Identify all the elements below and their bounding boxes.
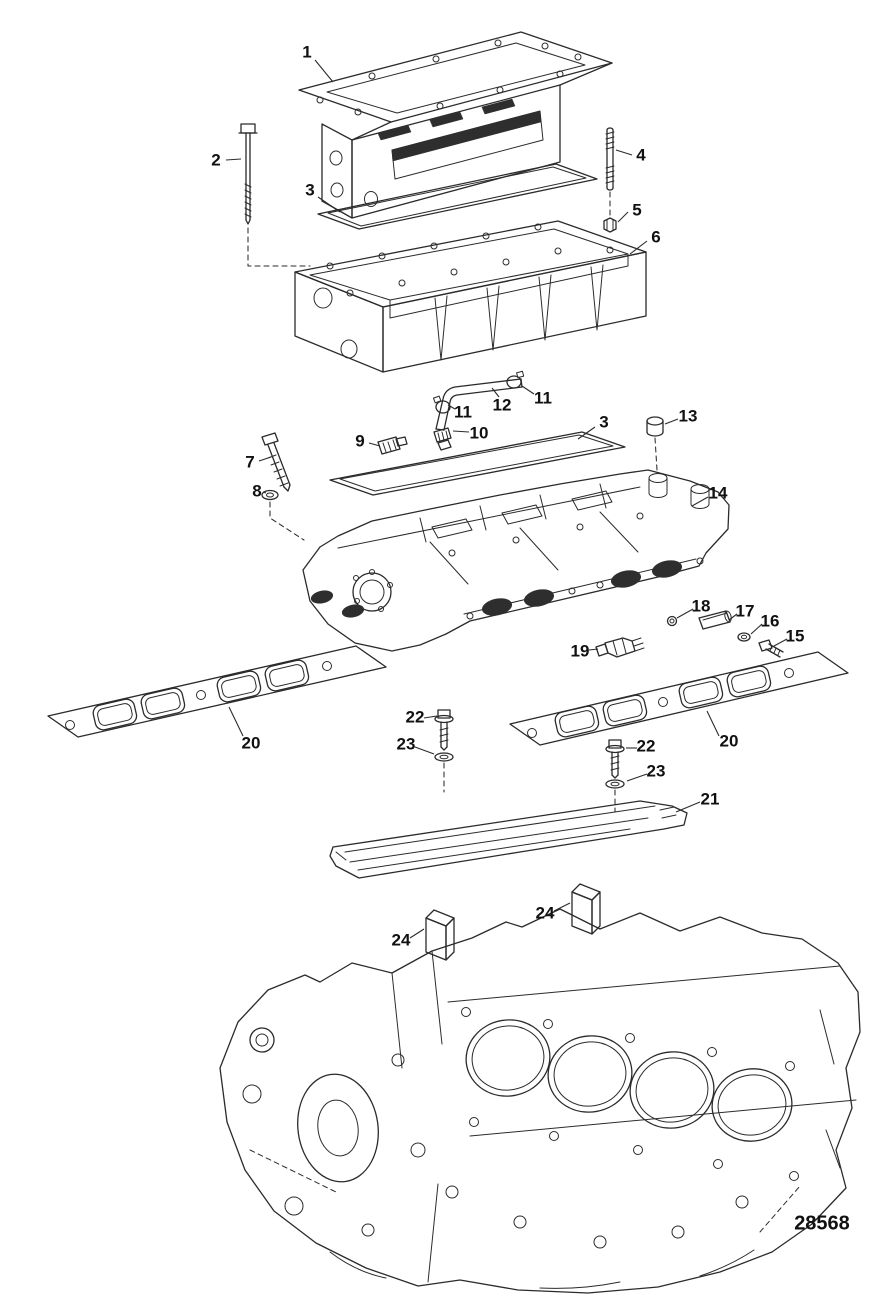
part-23-washer-left: [434, 752, 454, 762]
part-20-gasket-left: [47, 645, 387, 738]
part-16-washer: [737, 632, 751, 642]
callout-18: 18: [691, 596, 711, 616]
part-10-fitting: [433, 427, 452, 451]
callout-21: 21: [700, 789, 720, 809]
callout-20: 20: [719, 731, 739, 751]
part-13-cap: [646, 416, 664, 437]
part-5-nut: [603, 217, 617, 233]
callout-22: 22: [405, 707, 425, 727]
callout-4: 4: [636, 145, 646, 165]
part-18-oring: [666, 615, 678, 627]
part-17-fitting: [698, 610, 732, 630]
callout-22: 22: [636, 736, 656, 756]
engine-block: [219, 908, 861, 1294]
part-8-washer: [261, 489, 279, 501]
leader-lines: [225, 59, 788, 939]
part-9-fitting: [377, 436, 408, 455]
callout-6: 6: [651, 227, 661, 247]
callout-23: 23: [646, 761, 666, 781]
part-24-spacer-left: [425, 909, 455, 961]
part-15-screw: [758, 639, 784, 658]
part-21-baffle: [329, 800, 688, 879]
part-14-intake-manifold: [302, 469, 730, 652]
part-20-gasket-right: [509, 651, 849, 746]
callout-1: 1: [302, 42, 312, 62]
part-11-clamp-rear: [506, 370, 525, 389]
part-3-gasket-upper: [317, 163, 598, 230]
callout-3: 3: [599, 412, 609, 432]
callout-11: 11: [454, 402, 472, 422]
part-3-gasket-lower: [329, 431, 626, 496]
part-22-bolt-left: [434, 709, 454, 751]
part-22-bolt-right: [605, 739, 625, 779]
part-11-clamp-front: [432, 395, 451, 414]
callout-12: 12: [492, 395, 512, 415]
callout-19: 19: [570, 641, 590, 661]
callout-9: 9: [355, 431, 365, 451]
callout-14: 14: [708, 483, 728, 503]
callout-17: 17: [735, 601, 755, 621]
part-4-stud: [605, 127, 615, 191]
part-1-cover: [298, 31, 613, 219]
callout-2: 2: [211, 150, 221, 170]
part-23-washer-right: [605, 779, 625, 789]
part-6-valley-pan: [294, 220, 647, 373]
callout-23: 23: [396, 734, 416, 754]
callout-24: 24: [535, 903, 555, 923]
callout-3: 3: [305, 180, 315, 200]
callout-7: 7: [245, 452, 255, 472]
callout-11: 11: [534, 388, 552, 408]
alignment-lines: [247, 191, 658, 813]
part-19-sensor: [595, 637, 645, 658]
part-7-bolt: [261, 432, 291, 492]
callout-5: 5: [632, 200, 642, 220]
part-2-bolt: [238, 123, 258, 225]
callout-13: 13: [678, 406, 698, 426]
callout-20: 20: [241, 733, 261, 753]
callout-15: 15: [785, 626, 805, 646]
drawing-number: 28568: [794, 1212, 850, 1235]
callout-16: 16: [760, 611, 780, 631]
callout-24: 24: [391, 930, 411, 950]
callout-10: 10: [469, 423, 489, 443]
callout-8: 8: [252, 481, 262, 501]
